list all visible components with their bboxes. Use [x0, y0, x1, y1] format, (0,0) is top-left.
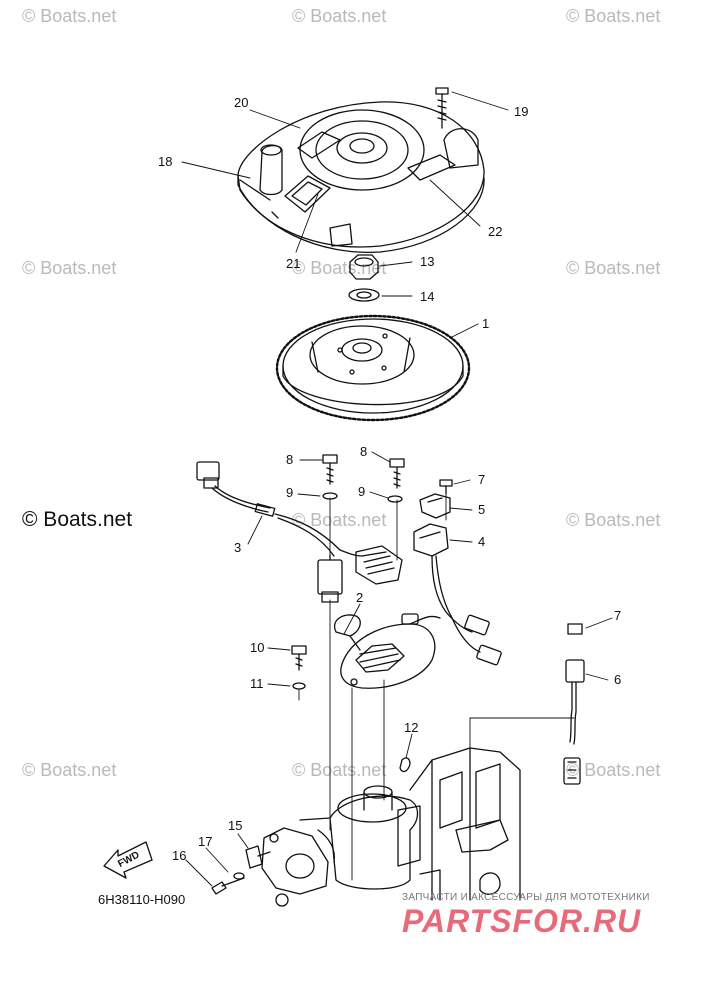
- lower-bracket: [261, 827, 336, 907]
- watermark: © Boats.net: [566, 510, 661, 530]
- flywheel-cover: [237, 101, 485, 254]
- callout-12: 12: [404, 720, 418, 735]
- watermark: © Boats.net: [22, 258, 117, 278]
- callout-5: 5: [478, 502, 485, 517]
- screw: [435, 87, 449, 129]
- rectifier-regulator: [355, 545, 403, 585]
- wire-harness: [196, 461, 363, 603]
- bolt: [291, 645, 307, 671]
- watermark: © Boats.net: [22, 6, 117, 26]
- callout-18: 18: [158, 154, 172, 169]
- flywheel: [275, 314, 471, 422]
- callout-16: 16: [172, 848, 186, 863]
- washer: [348, 288, 380, 302]
- watermark: © Boats.net: [566, 760, 661, 780]
- callout-20: 20: [234, 95, 248, 110]
- fwd-label: FWD: [116, 850, 141, 870]
- watermark-primary: © Boats.net: [22, 508, 133, 531]
- watermark: © Boats.net: [292, 510, 387, 530]
- callout-21: 21: [286, 256, 300, 271]
- brand-tagline: ЗАПЧАСТИ И АКСЕССУАРЫ ДЛЯ МОТОТЕХНИКИ: [402, 892, 650, 903]
- washer: [387, 495, 403, 503]
- brand-logo: PARTSFOR.RU: [402, 903, 642, 939]
- callout-2: 2: [356, 590, 363, 605]
- callout-3: 3: [234, 540, 241, 555]
- woodruff-key: [399, 757, 411, 773]
- thermo-switch: [563, 623, 585, 785]
- callout-6: 6: [614, 672, 621, 687]
- screw: [211, 877, 245, 895]
- callout-11: 11: [250, 676, 264, 691]
- stator-coil: [333, 613, 441, 689]
- callout-17: 17: [198, 834, 212, 849]
- watermark: © Boats.net: [292, 760, 387, 780]
- callout-13: 13: [420, 254, 434, 269]
- washer: [292, 682, 306, 690]
- watermark: © Boats.net: [566, 258, 661, 278]
- washer: [233, 872, 245, 880]
- flywheel-nut: [349, 254, 379, 280]
- bolt: [322, 454, 338, 485]
- plate: [245, 845, 271, 869]
- callout-7a: 7: [478, 472, 485, 487]
- callout-7b: 7: [614, 608, 621, 623]
- callout-9a: 9: [286, 485, 293, 500]
- callout-9b: 9: [358, 484, 365, 499]
- engine-block: [299, 747, 521, 901]
- callout-1: 1: [482, 316, 489, 331]
- callout-22: 22: [488, 224, 502, 239]
- diagram-code: 6H38110-H090: [98, 892, 186, 907]
- watermark: © Boats.net: [292, 258, 387, 278]
- screw: [439, 479, 453, 495]
- callout-8b: 8: [360, 444, 367, 459]
- callout-8a: 8: [286, 452, 293, 467]
- callout-19: 19: [514, 104, 528, 119]
- callout-14: 14: [420, 289, 434, 304]
- bracket: [419, 493, 451, 519]
- watermark: © Boats.net: [566, 6, 661, 26]
- fwd-arrow: [103, 841, 153, 879]
- callout-4: 4: [478, 534, 485, 549]
- pulser-coil: [413, 523, 502, 666]
- bolt: [389, 458, 405, 489]
- watermark: © Boats.net: [22, 760, 117, 780]
- watermark: © Boats.net: [292, 6, 387, 26]
- callout-10: 10: [250, 640, 264, 655]
- callout-15: 15: [228, 818, 242, 833]
